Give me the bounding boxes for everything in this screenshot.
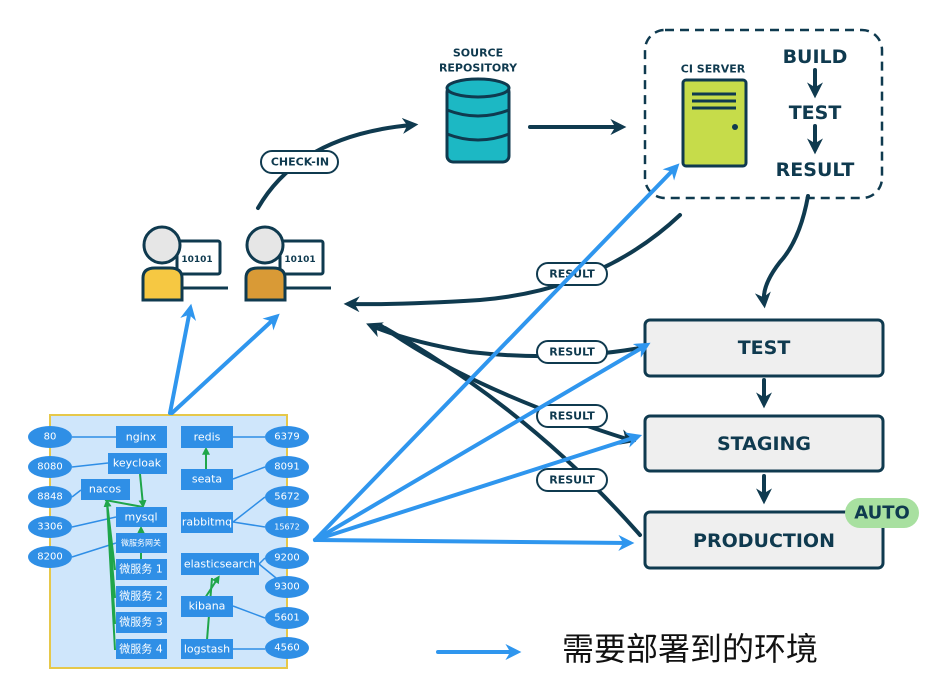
svg-text:9200: 9200 [274, 553, 299, 564]
svg-text:8080: 8080 [37, 462, 62, 473]
svg-text:nginx: nginx [126, 431, 157, 444]
deploy-arrow-ci [313, 163, 680, 542]
svg-text:4560: 4560 [274, 643, 299, 654]
service-mysql: mysql [116, 507, 167, 527]
stage-staging: STAGING [643, 414, 885, 473]
service-microservice-2: 微服务 2 [116, 586, 167, 607]
svg-text:RESULT: RESULT [549, 410, 595, 423]
svg-text:logstash: logstash [184, 643, 230, 656]
service-microservice-3: 微服务 3 [116, 612, 167, 633]
database-icon [445, 77, 511, 164]
svg-text:3306: 3306 [37, 522, 62, 533]
stage-production: PRODUCTION [643, 510, 885, 570]
svg-text:RESULT: RESULT [549, 474, 595, 487]
service-nginx: nginx [116, 426, 167, 448]
port-15672: 15672 [265, 516, 309, 538]
svg-text:seata: seata [192, 473, 222, 486]
port-3306: 3306 [28, 516, 72, 538]
port-9300: 9300 [265, 576, 309, 598]
svg-text:mysql: mysql [125, 511, 158, 524]
svg-text:微服务网关: 微服务网关 [121, 538, 161, 548]
legend-text: 需要部署到的环境 [562, 630, 818, 668]
ci-step-result: RESULT [776, 159, 855, 181]
server-icon [681, 78, 748, 168]
svg-text:redis: redis [194, 431, 221, 444]
repo-label-line1: SOURCE [453, 47, 503, 60]
ci-step-test: TEST [789, 102, 842, 124]
deploy-arrow-staging [313, 432, 643, 542]
service-seata: seata [181, 469, 233, 490]
repo-label-line2: REPOSITORY [439, 62, 518, 75]
svg-text:10101: 10101 [284, 255, 315, 265]
svg-text:5601: 5601 [274, 613, 299, 624]
svg-text:nacos: nacos [89, 483, 121, 496]
svg-text:kibana: kibana [189, 600, 226, 613]
service-microservice-4: 微服务 4 [116, 639, 167, 659]
service-logstash: logstash [181, 639, 233, 659]
service-nacos: nacos [81, 479, 130, 500]
developer-icon: 10101 [244, 225, 331, 302]
port-8080: 8080 [28, 456, 72, 478]
ci-result-arrow [343, 213, 682, 313]
service-rabbitmq: rabbitmq [181, 512, 233, 533]
svg-text:RESULT: RESULT [549, 346, 595, 359]
svg-text:8091: 8091 [274, 462, 299, 473]
service-gateway: 微服务网关 [116, 533, 167, 553]
deploy-arrow-test [313, 342, 651, 542]
svg-text:8200: 8200 [37, 552, 62, 563]
service-kibana: kibana [181, 596, 233, 617]
ci-server-group: CI SERVER BUILD TEST RESULT [643, 28, 884, 200]
svg-text:elasticsearch: elasticsearch [184, 558, 256, 571]
result-label: RESULT [536, 404, 608, 428]
port-8848: 8848 [28, 486, 72, 508]
svg-text:15672: 15672 [274, 523, 299, 532]
services-container: nginx keycloak nacos mysql 微服务网关 微服务 1 微… [49, 414, 288, 669]
svg-text:CHECK-IN: CHECK-IN [271, 156, 329, 169]
service-redis: redis [181, 426, 233, 448]
port-6379: 6379 [265, 426, 309, 448]
svg-text:10101: 10101 [181, 255, 212, 265]
developer-icon: 10101 [141, 225, 228, 302]
svg-text:80: 80 [44, 432, 57, 443]
svg-text:8848: 8848 [37, 492, 62, 503]
source-repository: SOURCE REPOSITORY [439, 47, 518, 164]
stage-test: TEST [643, 318, 885, 378]
svg-text:5672: 5672 [274, 492, 299, 503]
check-in-label: CHECK-IN [260, 150, 339, 174]
deploy-arrow-dev1 [168, 303, 197, 415]
port-5672: 5672 [265, 486, 309, 508]
svg-text:TEST: TEST [738, 337, 791, 359]
result-label: RESULT [536, 340, 608, 364]
svg-text:STAGING: STAGING [717, 433, 811, 455]
svg-text:AUTO: AUTO [854, 503, 910, 524]
port-4560: 4560 [265, 637, 309, 659]
port-5601: 5601 [265, 607, 309, 629]
svg-text:微服务 4: 微服务 4 [119, 642, 163, 656]
service-microservice-1: 微服务 1 [116, 559, 167, 580]
deploy-arrow-dev2 [170, 313, 280, 415]
svg-text:微服务 2: 微服务 2 [119, 589, 163, 603]
ci-to-test-arrow [754, 194, 810, 309]
port-8091: 8091 [265, 456, 309, 478]
svg-text:6379: 6379 [274, 432, 299, 443]
port-80: 80 [28, 426, 72, 448]
result-label: RESULT [536, 468, 608, 492]
svg-text:微服务 3: 微服务 3 [119, 615, 163, 629]
service-elasticsearch: elasticsearch [181, 553, 259, 575]
svg-text:9300: 9300 [274, 582, 299, 593]
ci-server-label: CI SERVER [681, 63, 746, 76]
auto-badge: AUTO [845, 498, 919, 528]
deploy-arrow-production [313, 534, 635, 551]
svg-text:rabbitmq: rabbitmq [182, 516, 232, 529]
svg-text:微服务 1: 微服务 1 [119, 562, 163, 576]
ci-step-build: BUILD [783, 46, 848, 68]
service-keycloak: keycloak [108, 453, 167, 474]
svg-text:keycloak: keycloak [113, 457, 162, 470]
svg-text:PRODUCTION: PRODUCTION [693, 530, 835, 552]
port-9200: 9200 [265, 547, 309, 569]
port-8200: 8200 [28, 546, 72, 568]
